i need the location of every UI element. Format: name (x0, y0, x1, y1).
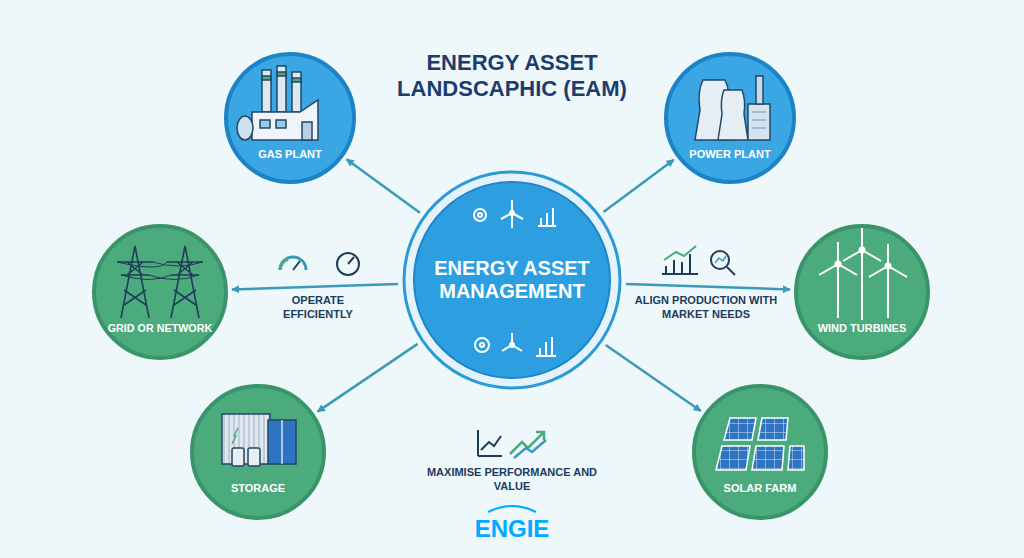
asset-circle: GRID OR NETWORK (94, 226, 226, 358)
node-label: POWER PLANT (680, 148, 780, 161)
edge-label: OPERATE EFFICIENTLY (263, 293, 373, 323)
edge-label: ALIGN PRODUCTION WITH MARKET NEEDS (628, 293, 784, 323)
logo-arc (488, 506, 536, 512)
asset-circle: POWER PLANT (666, 54, 794, 182)
gas-plant-art (237, 66, 318, 140)
asset-circle: WIND TURBINES (796, 226, 928, 358)
trend-icons (478, 430, 546, 458)
power-plant-art (695, 76, 770, 140)
node-label: GRID OR NETWORK (108, 322, 213, 334)
node-label: SOLAR FARM (708, 482, 813, 495)
benefit-label: MAXIMISE PERFORMANCE AND VALUE (424, 466, 600, 494)
connector-arrow (626, 284, 790, 290)
connector-arrow (318, 344, 418, 412)
asset-circle: SOLAR FARM (694, 386, 826, 518)
node-label: ENERGY ASSET MANAGEMENT (424, 257, 600, 303)
solar-panel-art (716, 418, 804, 470)
hub-circle: ENERGY ASSET MANAGEMENT (404, 172, 620, 388)
connector-arrow (347, 159, 420, 213)
connector-arrow (232, 284, 398, 290)
connector-arrow (606, 345, 701, 411)
node-label: WIND TURBINES (810, 322, 915, 335)
connector-arrow (604, 160, 674, 212)
logo-text: ENGIE (452, 514, 572, 544)
market-icons (662, 246, 735, 275)
node-label: GAS PLANT (240, 148, 340, 161)
diagram-title: ENERGY ASSET LANDSCAPHIC (EAM) (362, 50, 662, 103)
gauge-icons (280, 253, 359, 275)
asset-circles (94, 54, 928, 518)
asset-circle: GAS PLANT (226, 54, 354, 182)
hub-rings (404, 172, 620, 388)
wind-turbine-art (819, 228, 907, 320)
asset-circle: STORAGE (192, 386, 324, 518)
pylon-art (117, 246, 203, 318)
node-label: STORAGE (206, 482, 311, 495)
storage-art (222, 414, 296, 466)
